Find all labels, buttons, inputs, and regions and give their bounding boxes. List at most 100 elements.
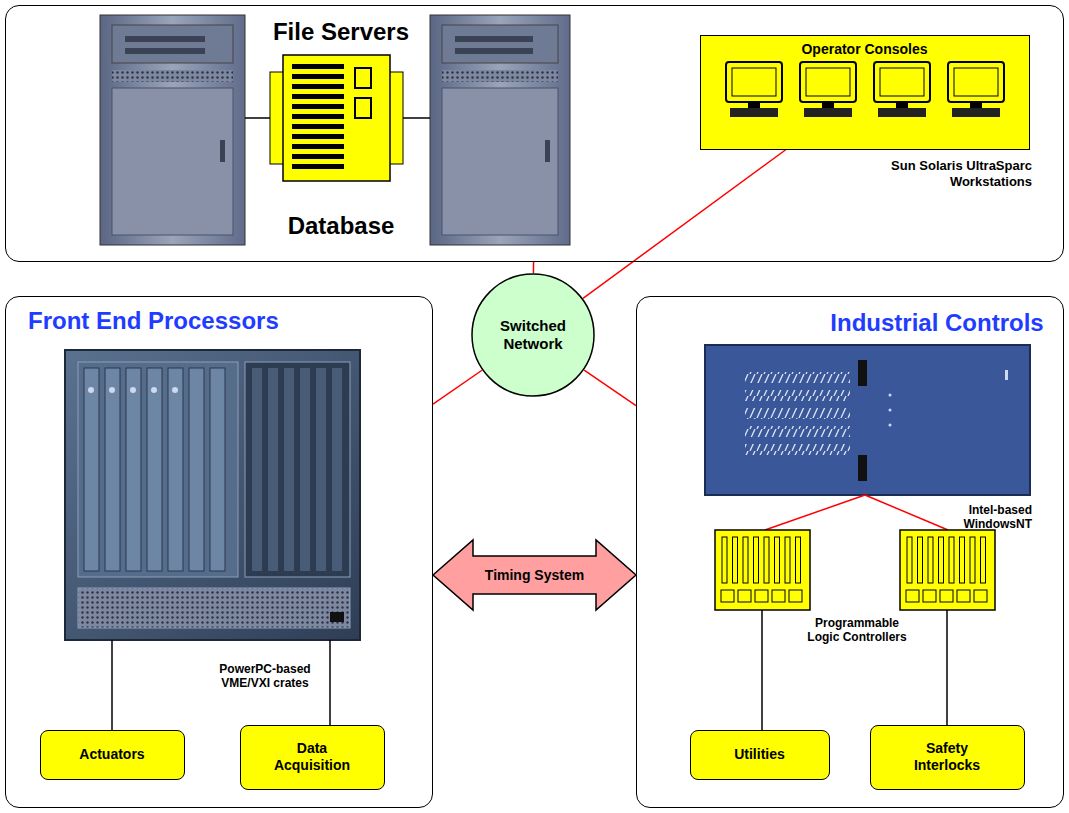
database-icon: [403, 117, 430, 119]
industrial-panel: UtilitiesSafety InterlocksIndustrial Con…: [636, 296, 1064, 808]
console-monitors: [726, 62, 782, 102]
plc-unit: [755, 590, 768, 602]
plc-unit: [939, 537, 944, 583]
console-monitors: [804, 108, 852, 117]
file-server-tower: [112, 70, 233, 82]
vme-crate: [105, 368, 120, 571]
timing-block-arrow: [433, 540, 636, 610]
plc-unit: [796, 537, 801, 583]
database-icon: [270, 72, 284, 164]
node-label: Switched Network: [483, 317, 583, 353]
node-label: Operator Consoles: [801, 41, 927, 58]
network-link: [533, 262, 535, 273]
database-icon: [245, 117, 270, 119]
file-server-tower: [125, 36, 205, 42]
console-monitors: [970, 102, 982, 108]
device-box: Utilities: [690, 730, 830, 780]
console-monitors: [896, 102, 908, 108]
console-monitors: [732, 68, 776, 96]
device-box: Safety Interlocks: [870, 725, 1025, 790]
plc-caption: Programmable Logic Controllers: [802, 616, 912, 645]
database-icon: [292, 134, 344, 139]
vme-crate: [65, 350, 360, 640]
vme-crate: [130, 387, 136, 393]
device-box: Data Acquisition: [240, 725, 385, 790]
intel-server: [858, 360, 867, 386]
plc-unit: [940, 590, 953, 602]
intel-server: [1005, 370, 1008, 380]
console-monitors: [874, 62, 930, 102]
vme-crate: [84, 368, 99, 571]
database-icon: [292, 114, 344, 119]
vme-crate: [109, 387, 115, 393]
file-server-tower: [112, 88, 233, 235]
plc-unit: [907, 537, 912, 583]
file-server-tower: [220, 140, 225, 162]
plc-unit: [974, 590, 987, 602]
crate-caption: PowerPC-based VME/VXI crates: [205, 662, 325, 691]
plc-unit: [918, 537, 923, 583]
vme-crate: [330, 612, 344, 622]
console-monitors: [878, 108, 926, 117]
database-icon: [355, 68, 371, 88]
intel-server: [745, 390, 850, 401]
database-icon: [292, 94, 344, 99]
file-server-tower: [100, 15, 245, 245]
database-icon: [355, 98, 371, 118]
console-monitors: [822, 102, 834, 108]
vme-crate: [88, 387, 94, 393]
connector-group: [433, 150, 786, 611]
plc-unit: [957, 590, 970, 602]
console-monitors: [748, 102, 760, 108]
network-link: [583, 150, 786, 299]
plc-unit: [772, 590, 785, 602]
file-server-tower: [100, 15, 245, 245]
plc-unit: [715, 530, 810, 610]
vme-crate: [147, 368, 162, 571]
intel-server: [745, 408, 850, 419]
file-server-tower: [430, 15, 570, 245]
network-link: [433, 370, 482, 404]
vme-crate: [252, 368, 262, 571]
database-icon: [389, 72, 403, 164]
panel-heading: Front End Processors: [28, 307, 358, 336]
vme-crate: [300, 368, 310, 571]
console-monitors: [952, 108, 1000, 117]
vme-crate: [78, 588, 350, 628]
plc-unit: [738, 590, 751, 602]
database-icon: [292, 164, 344, 169]
plc-unit: [981, 537, 986, 583]
console-box: Operator Consoles: [700, 35, 1030, 150]
console-monitors: [700, 35, 1030, 150]
intel-server: [745, 426, 850, 437]
panel-heading: Database: [251, 212, 431, 241]
server-caption: Intel-based WindowsNT: [930, 503, 1032, 532]
intel-server: [889, 394, 892, 397]
intel-server: [745, 372, 850, 383]
intel-server: [865, 495, 948, 530]
workstation-caption: Sun Solaris UltraSparc Workstations: [852, 158, 1032, 189]
plc-unit: [754, 537, 759, 583]
file-server-tower: [455, 36, 533, 42]
node-label: Actuators: [79, 746, 144, 763]
database-icon: [283, 55, 390, 181]
plc-unit: [785, 537, 790, 583]
vme-crate: [316, 368, 326, 571]
network-link: [584, 370, 636, 405]
plc-unit: [733, 537, 738, 583]
intel-server: [745, 444, 850, 455]
plc-unit: [775, 537, 780, 583]
file-server-tower: [442, 88, 558, 235]
server-panel: Operator ConsolesFile ServersDatabase: [5, 5, 1064, 262]
plc-unit: [764, 537, 769, 583]
plc-unit: [743, 537, 748, 583]
plc-unit: [906, 590, 919, 602]
plc-unit: [970, 537, 975, 583]
plc-unit: [900, 530, 995, 725]
plc-unit: [946, 610, 948, 725]
console-monitors: [806, 68, 850, 96]
plc-unit: [789, 590, 802, 602]
vme-crate: [268, 368, 278, 571]
